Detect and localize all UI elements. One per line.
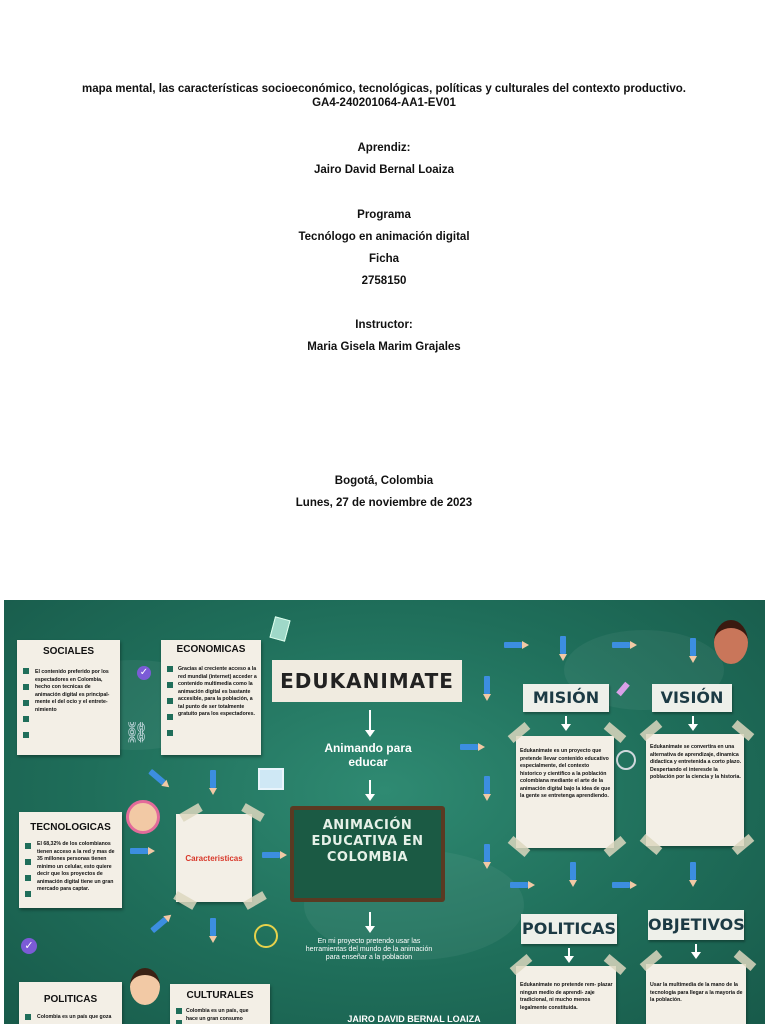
note-economicas: ECONOMICAS Gracias al creciente acceso a… xyxy=(161,640,261,755)
apprentice-name: Jairo David Bernal Loaiza xyxy=(314,164,454,176)
note-body-objetivos: Usar la multimedia de la mano de la tecn… xyxy=(650,982,743,1003)
note-politicas-left: POLITICAS Colombia es un país que goza xyxy=(19,982,122,1024)
laptop-icon xyxy=(258,768,284,790)
note-objetivos: Usar la multimedia de la mano de la tecn… xyxy=(646,964,746,1024)
magnifier-icon xyxy=(616,750,636,770)
mind-map-board: SOCIALES El contenido preferido por los … xyxy=(4,600,765,1024)
board-title: ANIMACIÓN EDUCATIVA EN COLOMBIA xyxy=(311,818,424,865)
note-body-sociales: El contenido preferido por los espectado… xyxy=(35,669,110,713)
check-icon: ✓ xyxy=(137,666,151,680)
note-body-mision: Edukanimate es un proyecto que pretende … xyxy=(520,748,611,799)
note-body-vision: Edukanimate se convertira en una alterna… xyxy=(650,744,742,780)
project-text: En mi proyecto pretendo usar las herrami… xyxy=(305,938,433,961)
note-body-politicas-right: Edukanimate no pretende rem- plazar ning… xyxy=(520,982,613,1011)
author-name: JAIRO DAVID BERNAL LOAIZA xyxy=(347,1014,481,1024)
label-objetivos: OBJETIVOS xyxy=(648,910,745,940)
note-title-economicas: ECONOMICAS xyxy=(176,644,246,655)
note-title-culturales: CULTURALES xyxy=(186,990,254,1001)
note-body-economicas: Gracias al creciente acceso a la red mun… xyxy=(178,666,257,717)
girl-avatar-icon xyxy=(126,800,160,834)
label-vision: VISIÓN xyxy=(652,684,732,712)
note-title-sociales: SOCIALES xyxy=(42,646,95,657)
chalkboard-frame: ANIMACIÓN EDUCATIVA EN COLOMBIA xyxy=(290,806,445,902)
ficha-label: Ficha xyxy=(368,253,400,265)
note-vision: Edukanimate se convertira en una alterna… xyxy=(646,734,744,846)
city: Bogotá, Colombia xyxy=(334,475,434,487)
program-name: Tecnólogo en animación digital xyxy=(298,231,470,243)
check-icon: ✓ xyxy=(21,938,37,954)
caracteristicas-label: Caracteristicas xyxy=(185,854,243,863)
activity-code: GA4-240201064-AA1-EV01 xyxy=(312,97,456,109)
note-title-politicas-left: POLITICAS xyxy=(43,994,98,1005)
note-politicas-right: Edukanimate no pretende rem- plazar ning… xyxy=(516,966,616,1024)
slogan: Animando para educar xyxy=(324,741,412,769)
brand-banner: EDUKANIMATE xyxy=(272,660,462,702)
note-mision: Edukanimate es un proyecto que pretende … xyxy=(516,736,614,848)
date: Lunes, 27 de noviembre de 2023 xyxy=(295,497,473,509)
note-culturales: CULTURALES Colombia es un país, que hace… xyxy=(170,984,270,1024)
book-icon xyxy=(269,616,291,642)
note-body-politicas-left: Colombia es un país que goza xyxy=(37,1014,112,1020)
note-body-culturales: Colombia es un país, que hace un gran co… xyxy=(186,1008,249,1022)
apprentice-label: Aprendiz: xyxy=(357,142,411,154)
note-caracteristicas: Caracteristicas xyxy=(176,814,252,902)
instructor-label: Instructor: xyxy=(355,319,413,331)
instructor-name: Maria Gisela Marim Grajales xyxy=(307,341,461,353)
document-title: mapa mental, las características socioec… xyxy=(82,83,686,95)
woman-avatar-icon xyxy=(714,620,748,664)
label-politicas-right: POLITICAS xyxy=(521,914,617,944)
label-mision: MISIÓN xyxy=(523,684,609,712)
note-tecnologicas: TECNOLOGICAS El 68,32% de los colombiano… xyxy=(19,812,122,908)
clock-icon xyxy=(254,924,278,948)
link-icon: ⛓ xyxy=(124,722,150,744)
note-sociales: SOCIALES El contenido preferido por los … xyxy=(17,640,120,755)
note-body-tecnologicas: El 68,32% de los colombianos tienen acce… xyxy=(37,841,115,892)
program-label: Programa xyxy=(357,209,411,221)
ficha-number: 2758150 xyxy=(361,275,407,287)
note-title-tecnologicas: TECNOLOGICAS xyxy=(30,822,111,833)
boy-avatar-icon xyxy=(130,968,160,1005)
